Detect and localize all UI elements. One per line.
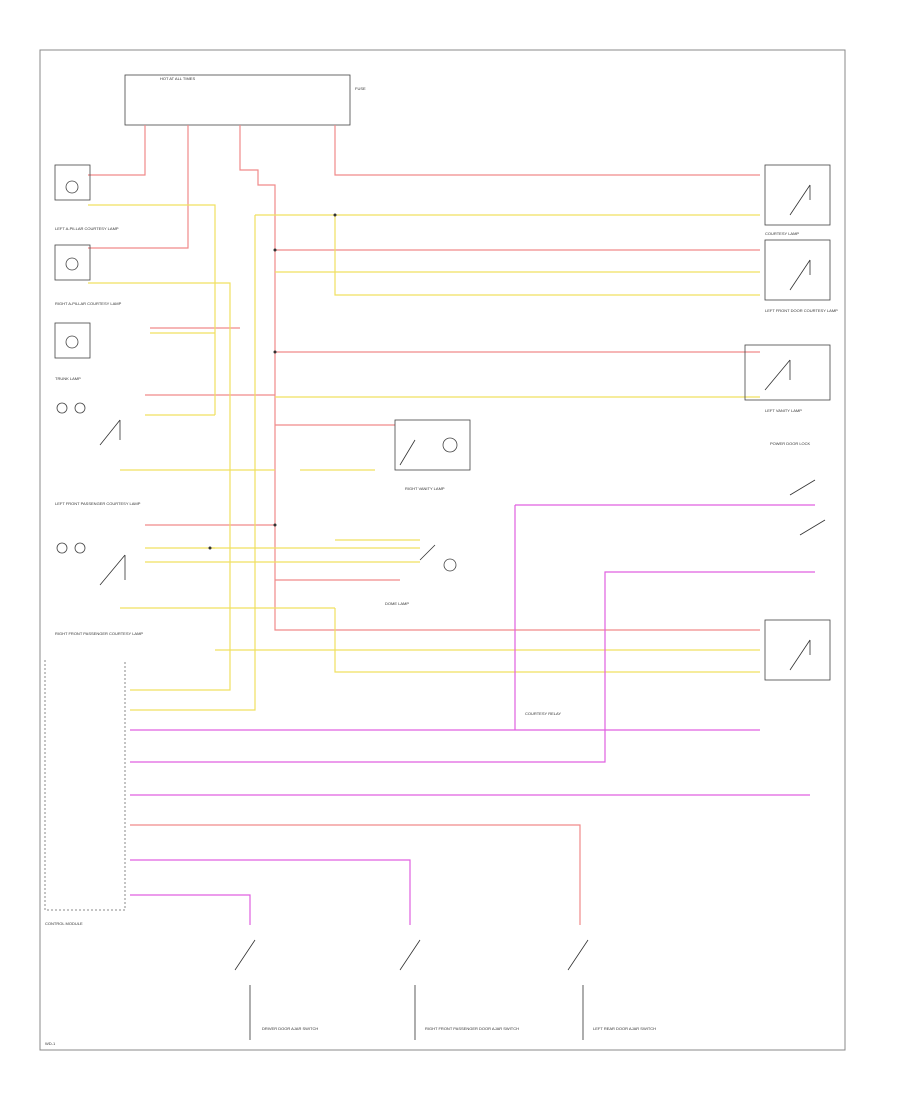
fuse-box-note: FUSE <box>355 86 366 91</box>
courtesy-lamp-right: COURTESY LAMP <box>764 164 831 236</box>
pink-wires <box>130 504 815 925</box>
courtesy-lamp-right-label: COURTESY LAMP <box>765 231 799 236</box>
fuse-box: HOT AT ALL TIMES FUSE <box>124 74 366 126</box>
right-vanity-lamp: RIGHT VANITY LAMP <box>394 419 471 491</box>
rf-passenger-door-ajar-switch: RIGHT FRONT PASSENGER DOOR AJAR SWITCH <box>399 939 519 1040</box>
junctions <box>208 213 337 550</box>
control-module: CONTROL MODULE <box>44 660 126 926</box>
left-front-door-lamp: LEFT FRONT DOOR COURTESY LAMP <box>764 239 838 313</box>
dome-lamp: DOME LAMP <box>385 544 457 606</box>
left-vanity-lamp: LEFT VANITY LAMP <box>744 344 831 413</box>
lamp-label-2: RIGHT A-PILLAR COURTESY LAMP <box>55 301 122 306</box>
dome-lamp-label: DOME LAMP <box>385 601 409 606</box>
diagram-frame <box>39 49 846 1051</box>
right-door-lamp: RIGHT FRONT PASSENGER COURTESY LAMP <box>55 542 143 636</box>
rf-door-switch-label: RIGHT FRONT PASSENGER DOOR AJAR SWITCH <box>425 1026 519 1031</box>
lr-door-ajar-switch: LEFT REAR DOOR AJAR SWITCH <box>567 939 656 1040</box>
lamp-label-3: TRUNK LAMP <box>55 376 81 381</box>
driver-door-switch-label: DRIVER DOOR AJAR SWITCH <box>262 1026 318 1031</box>
left-door-lamp: LEFT FRONT PASSENGER COURTESY LAMP <box>55 402 141 506</box>
driver-door-ajar-switch: DRIVER DOOR AJAR SWITCH <box>234 939 318 1040</box>
right-door-ajar-sw <box>764 619 831 681</box>
right-a-pillar-lamp: RIGHT A-PILLAR COURTESY LAMP <box>54 244 122 306</box>
courtesy-relay-label: COURTESY RELAY <box>525 711 561 716</box>
power-door-lock-switch: POWER DOOR LOCK <box>770 441 826 536</box>
lr-door-switch-label: LEFT REAR DOOR AJAR SWITCH <box>593 1026 656 1031</box>
left-vanity-lamp-label: LEFT VANITY LAMP <box>765 408 802 413</box>
red-wires <box>88 125 760 925</box>
left-door-lamp-label: LEFT FRONT PASSENGER COURTESY LAMP <box>55 501 141 506</box>
control-module-label: CONTROL MODULE <box>45 921 83 926</box>
right-door-lamp-label: RIGHT FRONT PASSENGER COURTESY LAMP <box>55 631 143 636</box>
lamp-label-1: LEFT A-PILLAR COURTESY LAMP <box>55 226 119 231</box>
fuse-box-title: HOT AT ALL TIMES <box>160 76 195 81</box>
left-a-pillar-lamp: LEFT A-PILLAR COURTESY LAMP <box>54 164 119 231</box>
left-front-door-lamp-label: LEFT FRONT DOOR COURTESY LAMP <box>765 308 838 313</box>
footer-label: WD-1 <box>45 1041 56 1046</box>
trunk-lamp: TRUNK LAMP <box>54 322 91 381</box>
courtesy-relay: COURTESY RELAY <box>525 711 561 716</box>
yellow-wires <box>88 204 760 711</box>
power-door-lock-label: POWER DOOR LOCK <box>770 441 811 446</box>
right-vanity-lamp-label: RIGHT VANITY LAMP <box>405 486 445 491</box>
